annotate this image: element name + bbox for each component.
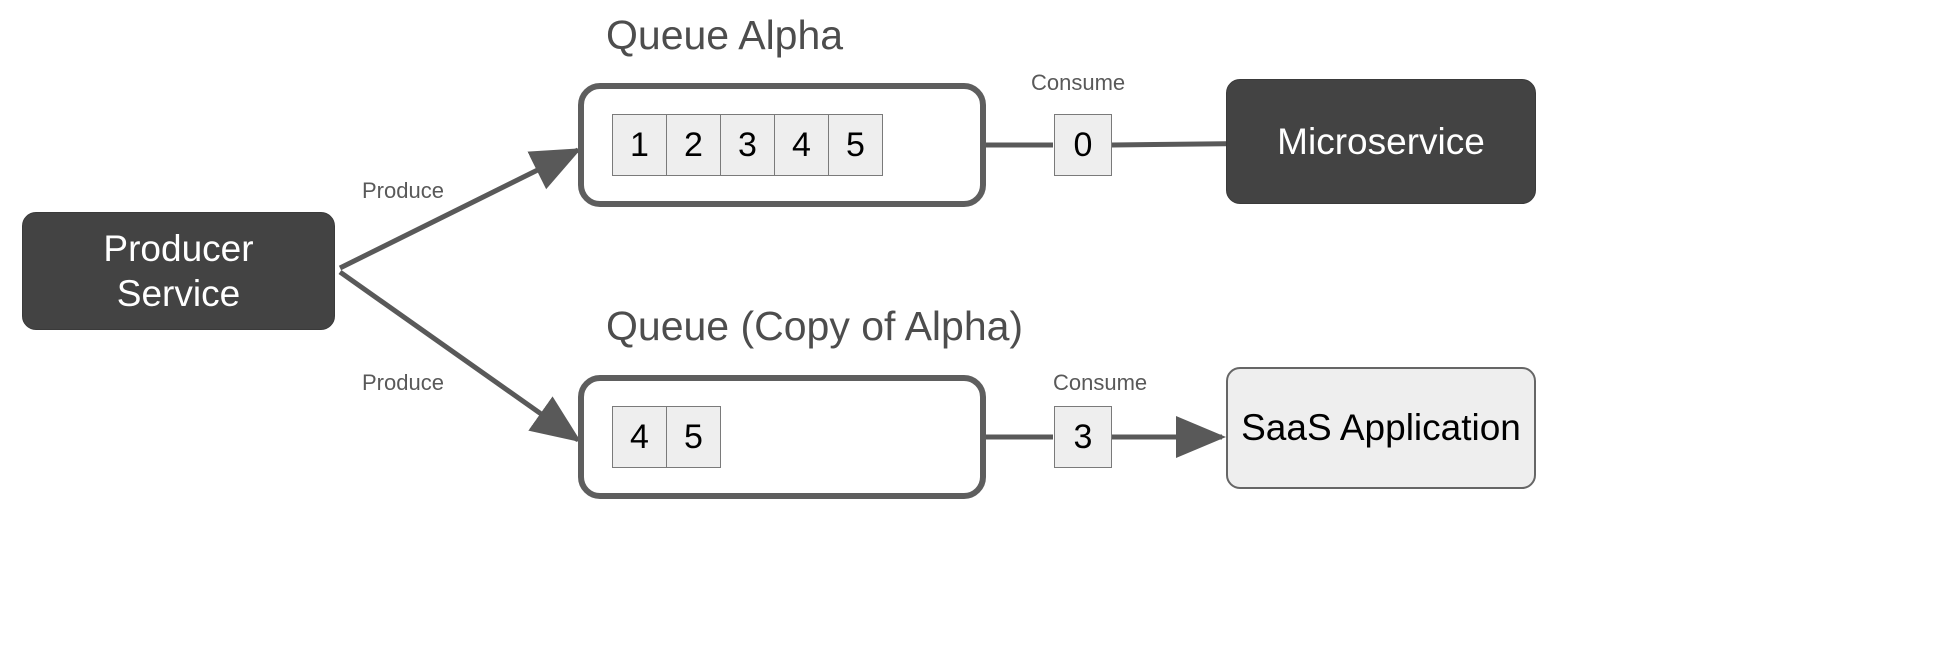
- queue-cell[interactable]: 1: [612, 114, 667, 176]
- edge-label-produce-upper: Produce: [362, 178, 444, 203]
- edge-produce-to-queue-copy: [338, 269, 582, 443]
- queue-alpha-container[interactable]: 1 2 3 4 5: [578, 83, 986, 207]
- queue-cell[interactable]: 4: [612, 406, 667, 468]
- queue-cell[interactable]: 4: [774, 114, 829, 176]
- consume-token-upper[interactable]: 0: [1054, 114, 1112, 176]
- queue-copy-cells: 4 5: [612, 406, 721, 468]
- producer-label-line2: Service: [116, 273, 241, 314]
- queue-alpha-cells: 1 2 3 4 5: [612, 114, 883, 176]
- queue-cell[interactable]: 2: [666, 114, 721, 176]
- node-producer-service[interactable]: Producer Service: [22, 212, 335, 330]
- queue-cell[interactable]: 5: [828, 114, 883, 176]
- queue-copy-container[interactable]: 4 5: [578, 375, 986, 499]
- queue-alpha-title: Queue Alpha: [606, 12, 844, 58]
- microservice-label: Microservice: [1277, 120, 1485, 162]
- producer-label-line1: Producer: [103, 227, 254, 269]
- node-saas-application[interactable]: SaaS Application: [1226, 367, 1536, 489]
- consume-token-lower[interactable]: 3: [1054, 406, 1112, 468]
- edge-label-produce-lower: Produce: [362, 370, 444, 395]
- saas-label: SaaS Application: [1241, 407, 1521, 449]
- queue-copy-title: Queue (Copy of Alpha): [606, 303, 1024, 349]
- edge-label-consume-lower: Consume: [1053, 370, 1148, 395]
- edge-label-consume-upper: Consume: [1031, 70, 1126, 95]
- node-microservice[interactable]: Microservice: [1226, 79, 1536, 204]
- queue-cell[interactable]: 5: [666, 406, 721, 468]
- edge-produce-to-queue-alpha: [338, 147, 582, 271]
- queue-cell[interactable]: 3: [720, 114, 775, 176]
